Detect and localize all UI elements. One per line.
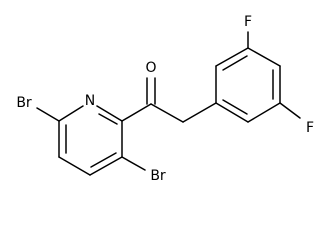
bond-n-c2-a [96,105,123,122]
bond-c4-c5 [58,156,91,176]
structure-svg: O N Br Br F F [16,14,314,184]
bond-b5-b6 [247,102,281,123]
bond-b2-b3-b [222,55,248,71]
bromine-left-label: Br [16,95,32,111]
bond-b6-b1-b [222,99,248,115]
fluorine-right-label: F [306,120,314,136]
bond-b5-f [279,102,301,119]
bond-co-ch2 [150,103,184,123]
bond-c3-c4-a [89,156,123,176]
fluorine-top-label: F [244,14,252,30]
nitrogen-label: N [85,93,95,109]
bond-b3-b4 [247,47,281,67]
bromine-bottom-label: Br [150,168,166,184]
bond-c3-c4-b [90,152,117,168]
bond-b2-b3-a [215,47,249,67]
bond-b6-b1-a [215,102,249,123]
bond-c6-n [58,105,84,122]
bond-n-c2-b [98,113,118,125]
molecule-diagram: O N Br Br F F [16,14,314,184]
bond-c3-br [121,156,146,171]
bond-ch2-benzene [182,102,217,123]
oxygen-label: O [145,60,156,76]
bond-co-pyridine [121,103,152,122]
bond-c6-br [36,107,60,122]
